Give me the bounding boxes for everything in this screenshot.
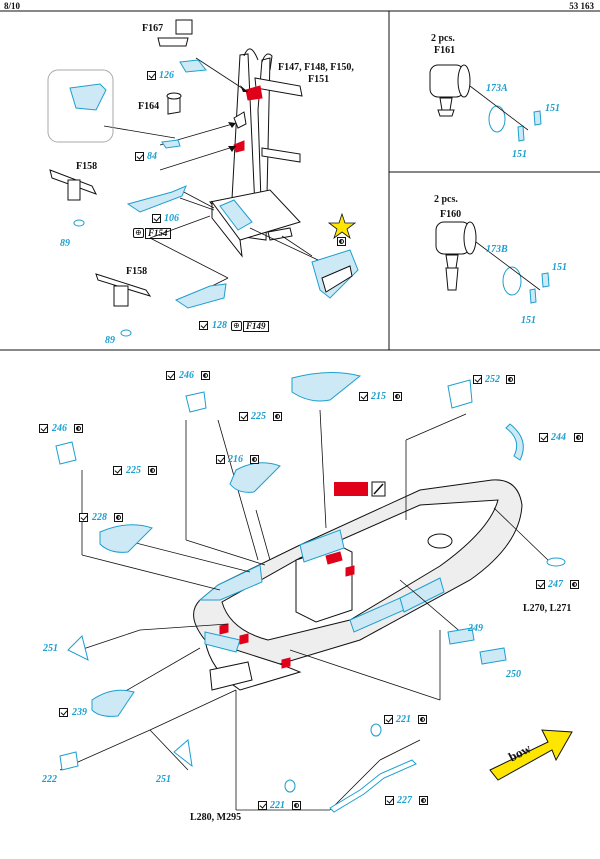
ref-221-b: 221 xyxy=(270,800,285,811)
lamp-a-drawing xyxy=(429,64,471,117)
ref-252: 252 xyxy=(485,374,500,385)
panel-borders xyxy=(0,10,600,351)
check-icon xyxy=(239,412,248,421)
check-icon xyxy=(199,321,208,330)
yinyang-icon xyxy=(273,412,282,421)
plastic-sprue-icon: ⊕ xyxy=(231,321,242,331)
ref-106: 106 xyxy=(164,213,179,224)
boat-hull xyxy=(193,479,523,691)
plastic-l280-m295: L280, M295 xyxy=(190,812,242,823)
star-icon xyxy=(327,212,357,240)
lamp-b-qty: 2 pcs. xyxy=(434,194,458,205)
part-f147-group: F147, F148, F150, xyxy=(278,62,354,73)
ref-221-a: 221 xyxy=(396,714,411,725)
lamp-b-part: F160 xyxy=(440,209,462,220)
part-f158-b: F158 xyxy=(126,266,148,277)
yinyang-icon xyxy=(148,466,157,475)
yinyang-icon xyxy=(114,513,123,522)
ref-250: 250 xyxy=(506,669,521,680)
yinyang-icon xyxy=(393,392,402,401)
check-icon xyxy=(539,433,548,442)
ref-251-a: 251 xyxy=(43,643,58,654)
yinyang-icon xyxy=(250,455,259,464)
mast-assembly xyxy=(209,48,359,299)
part-f167: F167 xyxy=(142,23,164,34)
yinyang-icon xyxy=(201,371,210,380)
yinyang-icon xyxy=(506,375,515,384)
ref-128: 128 xyxy=(212,320,227,331)
ref-151-a: 151 xyxy=(545,103,560,114)
check-icon xyxy=(166,371,175,380)
ref-222: 222 xyxy=(42,774,57,785)
part-f158-a: F158 xyxy=(76,161,98,172)
ref-151-d: 151 xyxy=(521,315,536,326)
check-icon xyxy=(359,392,368,401)
ref-216: 216 xyxy=(228,454,243,465)
mast-arrows xyxy=(228,85,248,152)
plastic-l270-l271: L270, L271 xyxy=(523,603,572,614)
yinyang-icon xyxy=(419,796,428,805)
red-color-swatch xyxy=(334,482,368,496)
ref-126: 126 xyxy=(159,70,174,81)
check-icon xyxy=(79,513,88,522)
ref-151-c: 151 xyxy=(552,262,567,273)
ref-215: 215 xyxy=(371,391,386,402)
yinyang-icon xyxy=(418,715,427,724)
part-f151: F151 xyxy=(308,74,330,85)
check-icon xyxy=(473,375,482,384)
lamp-a-part: F161 xyxy=(434,45,456,56)
ref-228: 228 xyxy=(92,512,107,523)
check-icon xyxy=(59,708,68,717)
lamp-leader-lines xyxy=(469,85,541,291)
ref-239: 239 xyxy=(72,707,87,718)
check-icon xyxy=(216,455,225,464)
ref-251-b: 251 xyxy=(156,774,171,785)
set-number: 53 163 xyxy=(569,1,594,11)
ref-247: 247 xyxy=(548,579,563,590)
mast-etch-parts xyxy=(69,59,227,337)
plastic-box-f149: F149 xyxy=(243,321,269,332)
ref-246-b: 246 xyxy=(52,423,67,434)
yinyang-icon xyxy=(74,424,83,433)
ref-173b: 173B xyxy=(486,244,508,255)
ref-84: 84 xyxy=(147,151,157,162)
check-icon xyxy=(384,715,393,724)
mast-plastic-parts xyxy=(49,19,193,307)
ref-244: 244 xyxy=(551,432,566,443)
check-icon xyxy=(152,214,161,223)
check-icon xyxy=(135,152,144,161)
bow-arrow xyxy=(489,729,573,781)
plastic-box-f154: F154 xyxy=(145,228,171,239)
ref-246-a: 246 xyxy=(179,370,194,381)
lamp-etch-parts xyxy=(488,105,550,304)
yinyang-icon xyxy=(337,237,346,246)
lamp-b-drawing xyxy=(435,221,477,291)
ref-249: 249 xyxy=(468,623,483,634)
ref-89-b: 89 xyxy=(105,335,115,346)
ref-173a: 173A xyxy=(486,83,508,94)
check-icon xyxy=(113,466,122,475)
check-icon xyxy=(385,796,394,805)
part-f164: F164 xyxy=(138,101,160,112)
check-icon xyxy=(536,580,545,589)
ref-89-a: 89 xyxy=(60,238,70,249)
boat-etch-parts xyxy=(55,371,566,813)
ref-227: 227 xyxy=(397,795,412,806)
lamp-a-qty: 2 pcs. xyxy=(431,33,455,44)
yinyang-icon xyxy=(570,580,579,589)
ref-151-b: 151 xyxy=(512,149,527,160)
inset-box xyxy=(47,69,114,143)
check-icon xyxy=(147,71,156,80)
check-icon xyxy=(39,424,48,433)
ref-225-a: 225 xyxy=(251,411,266,422)
plastic-sprue-icon: ⊕ xyxy=(133,228,144,238)
yinyang-icon xyxy=(574,433,583,442)
yinyang-icon xyxy=(292,801,301,810)
check-icon xyxy=(258,801,267,810)
page-number: 8/10 xyxy=(4,1,21,11)
ref-225-b: 225 xyxy=(126,465,141,476)
